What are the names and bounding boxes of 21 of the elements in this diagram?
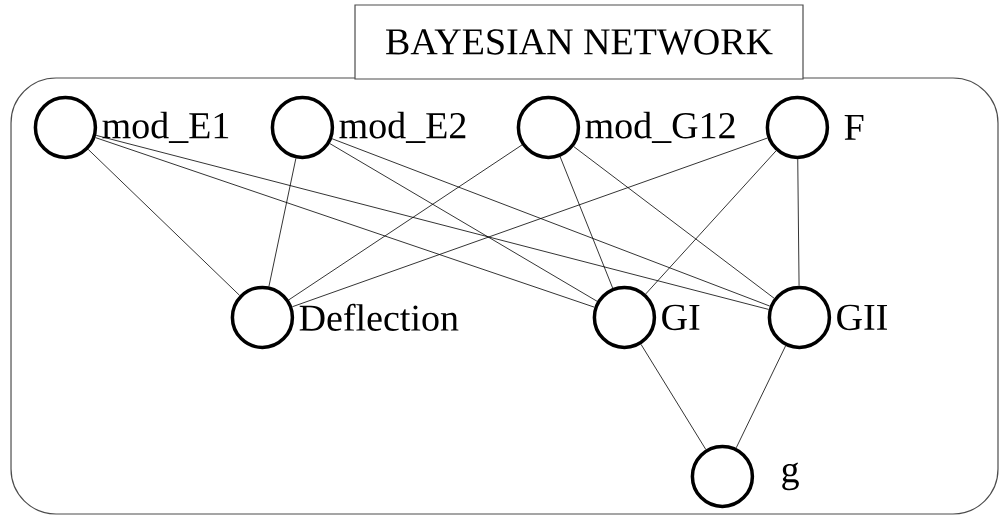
connector-line [288,144,523,301]
node-label: mod_E2 [339,111,466,143]
connector-line [559,156,613,289]
node-label: g [782,462,799,491]
connector-line [645,150,777,295]
connector-line [735,345,786,449]
node-label: Deflection [299,303,459,331]
node-label: mod_E1 [102,111,229,143]
connector-line [268,158,297,287]
connector-line [573,146,775,299]
node-label: F [844,114,864,140]
node-label: GII [837,304,887,331]
connector-line [95,137,595,308]
connector-line [95,134,770,310]
node-label: mod_G12 [585,111,735,143]
connector-line [640,344,707,450]
node-label: GI [662,304,700,331]
connector-line [797,158,800,287]
connector-line [87,149,240,296]
connector-line [329,143,598,302]
title-box: BAYESIAN NETWORK [354,4,804,80]
